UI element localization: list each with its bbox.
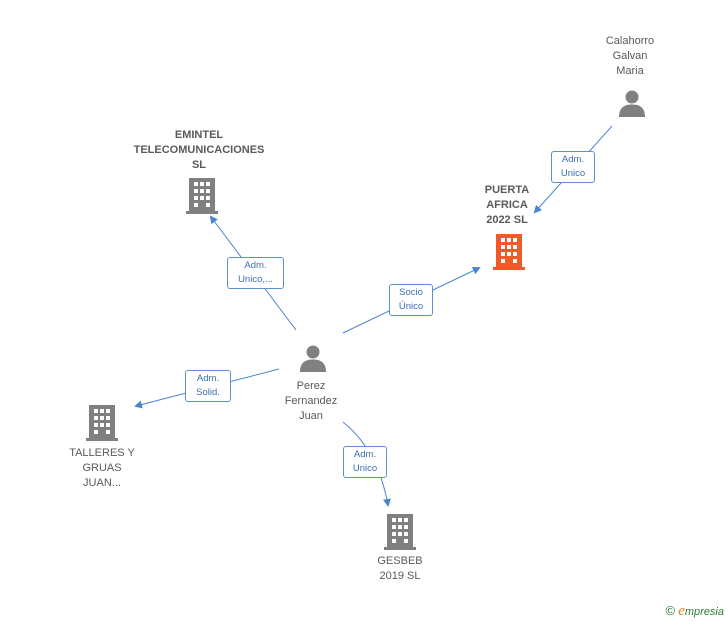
node-label: Perez Fernandez Juan: [284, 380, 338, 422]
copyright-icon: ©: [665, 603, 676, 618]
node-talleres[interactable]: TALLERES Y GRUAS JUAN...: [50, 446, 154, 491]
node-label: PUERTA AFRICA 2022 SL: [484, 184, 530, 226]
person-icon: [300, 345, 326, 372]
person-icon: [619, 90, 645, 117]
empresia-logo: © empresia: [666, 603, 724, 620]
node-puerta-africa[interactable]: PUERTA AFRICA 2022 SL: [460, 183, 554, 228]
building-icon: [186, 178, 218, 214]
building-icon: [493, 234, 525, 270]
node-label: GESBEB 2019 SL: [377, 555, 423, 582]
node-perez[interactable]: Perez Fernandez Juan: [266, 379, 356, 424]
edge-label-perez-talleres[interactable]: Adm. Solid.: [185, 370, 231, 402]
node-emintel[interactable]: EMINTEL TELECOMUNICACIONES SL: [119, 128, 279, 173]
node-label: Calahorro Galvan Maria: [605, 35, 655, 77]
node-label: TALLERES Y GRUAS JUAN...: [69, 447, 135, 489]
brand-initial: e: [678, 603, 685, 619]
brand-rest: mpresia: [684, 606, 724, 618]
edge-label-calahorro-puerta[interactable]: Adm. Unico: [551, 151, 595, 183]
edge-label-perez-gesbeb[interactable]: Adm. Unico: [343, 446, 387, 478]
building-icon: [86, 405, 118, 441]
edge-label-perez-emintel[interactable]: Adm. Unico,...: [227, 257, 284, 289]
building-icon: [384, 514, 416, 550]
node-label: EMINTEL TELECOMUNICACIONES SL: [133, 129, 265, 171]
edge-label-perez-puerta[interactable]: Socio Único: [389, 284, 433, 316]
node-calahorro[interactable]: Calahorro Galvan Maria: [588, 34, 672, 79]
node-gesbeb[interactable]: GESBEB 2019 SL: [358, 554, 442, 584]
